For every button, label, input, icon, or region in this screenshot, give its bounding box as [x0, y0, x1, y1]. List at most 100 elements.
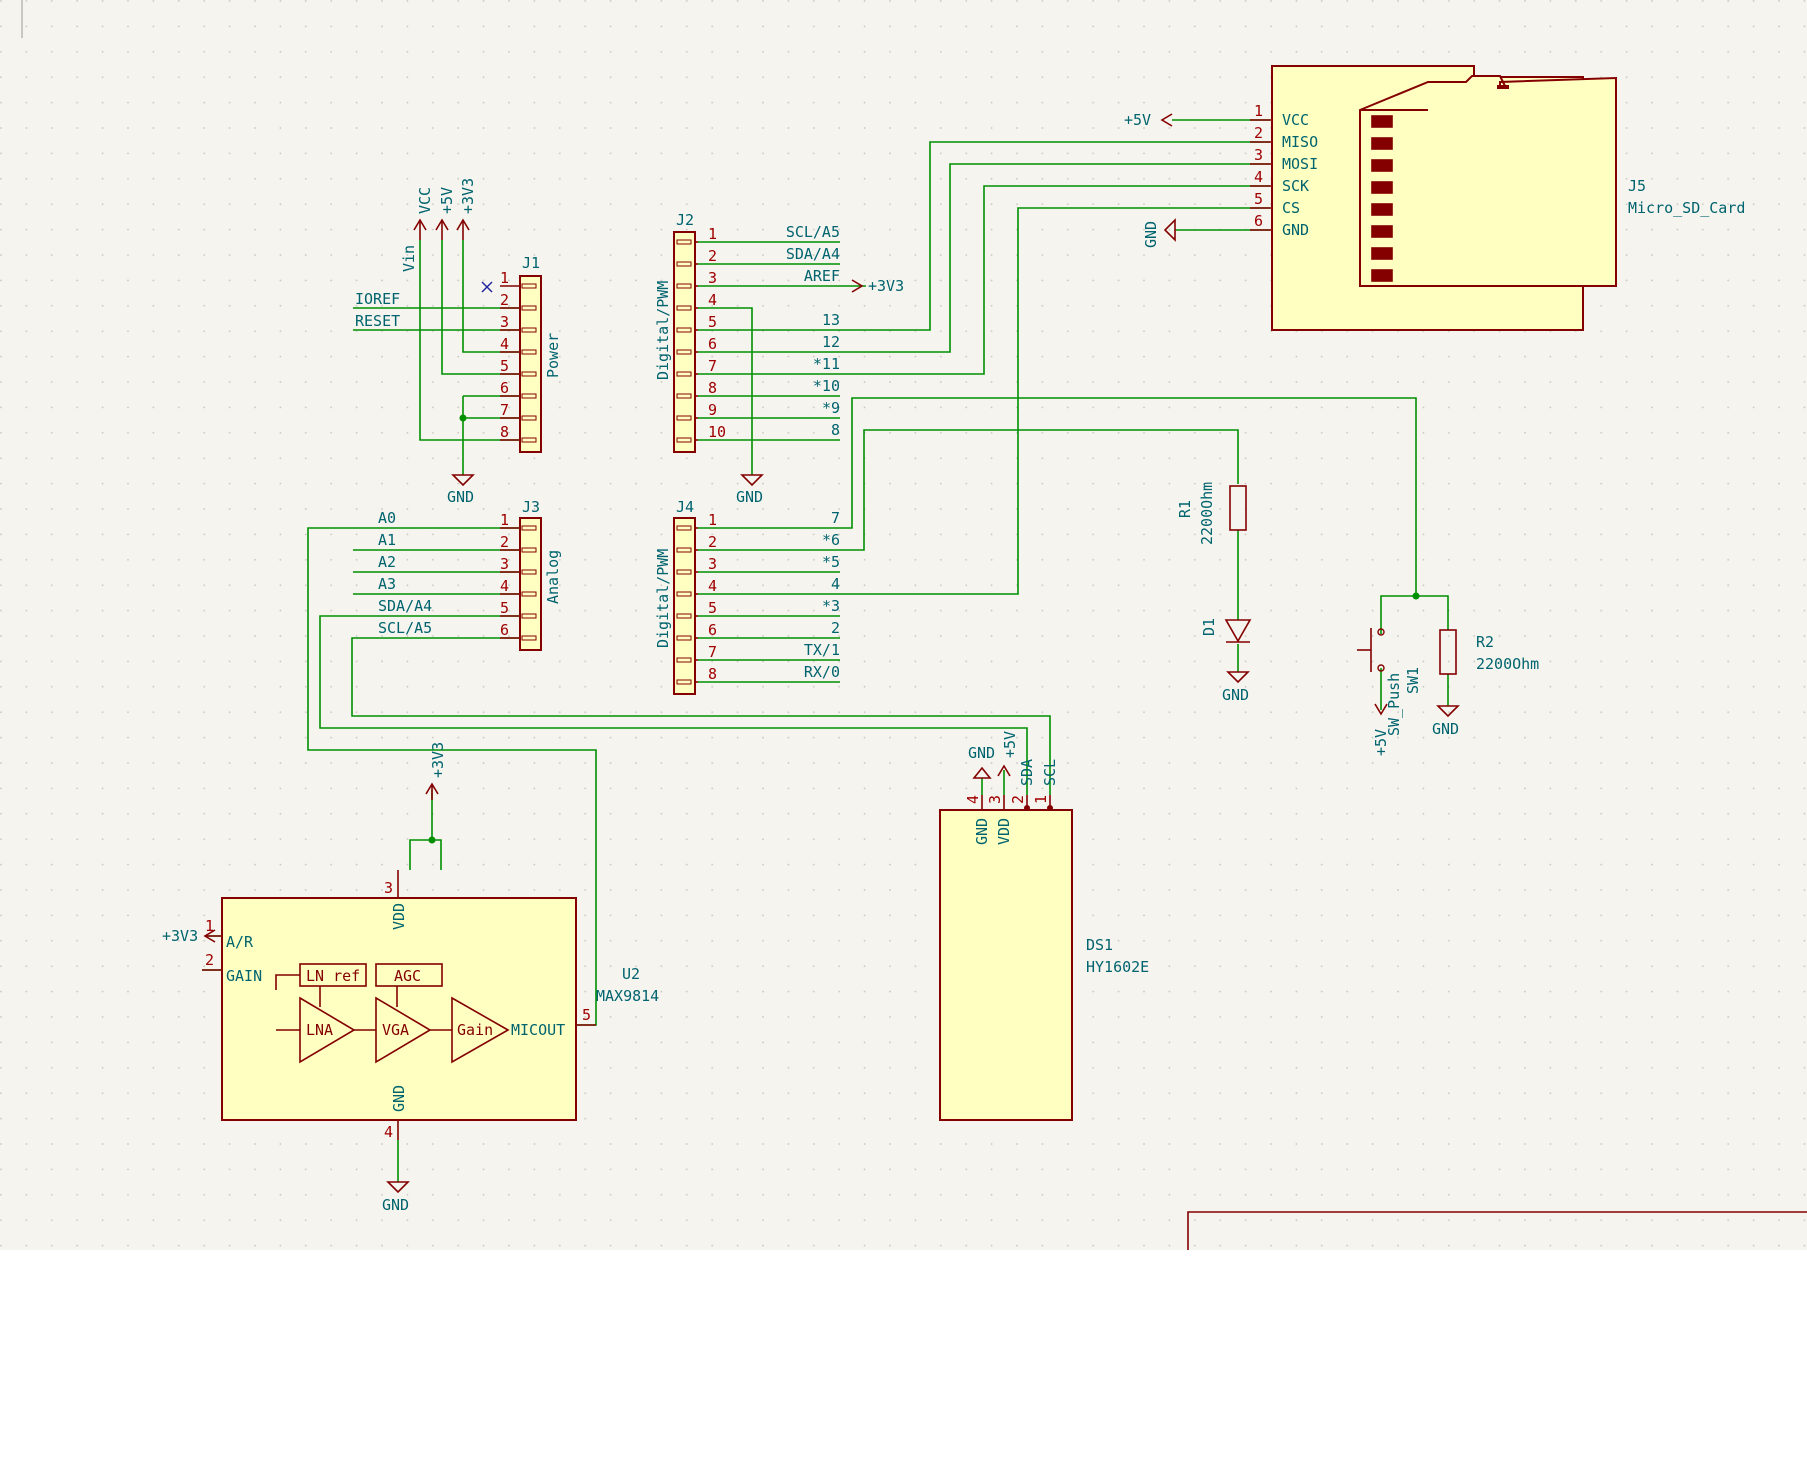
ds1-pin-number: 1 [1032, 795, 1050, 804]
j3-net-label: SDA/A4 [378, 597, 432, 615]
j2-pin-socket [676, 239, 692, 245]
j2-pin-number: 6 [708, 335, 717, 353]
u2-pin-gnd-num: 4 [384, 1123, 393, 1141]
sd-contact-pad [1371, 181, 1393, 194]
gnd-mic[interactable]: GND [382, 1181, 410, 1214]
j4-pin-socket [676, 613, 692, 619]
ds1-value: HY1602E [1086, 958, 1149, 976]
u2-amp-vga-label: VGA [382, 1021, 409, 1039]
j4-pin-socket [676, 657, 692, 663]
resistor-r2[interactable]: R2 2200Ohm [1439, 629, 1539, 675]
p3v3-label-j1: +3V3 [459, 178, 477, 214]
r2-value: 2200Ohm [1476, 655, 1539, 673]
p5v-label-j1: +5V [438, 187, 456, 214]
j4-net-label: TX/1 [804, 641, 840, 659]
j3-pin-socket [521, 635, 537, 641]
ds1-pin-name: SDA [1018, 759, 1036, 786]
sd-contact-pad [1371, 269, 1393, 282]
j2-pin-number: 1 [708, 225, 717, 243]
j1-pin-socket [521, 349, 537, 355]
sw1-contact-top [1377, 628, 1385, 636]
u2-pin-micout-num: 5 [582, 1006, 591, 1024]
sd-contact-pad [1371, 225, 1393, 238]
j4-net-label: *6 [822, 531, 840, 549]
j1-pin-number: 1 [500, 269, 509, 287]
r2-ref: R2 [1476, 633, 1494, 651]
j4-pin-number: 7 [708, 643, 717, 661]
j4-pin-number: 8 [708, 665, 717, 683]
j3-net-label: A0 [378, 509, 396, 527]
power-3v3-mic-vdd[interactable]: +3V3 [425, 742, 447, 800]
gnd-r2[interactable]: GND [1432, 705, 1460, 738]
j2-pin-socket [676, 305, 692, 311]
sd-contact-pad [1371, 137, 1393, 150]
power-5v-j1[interactable]: +5V [435, 187, 456, 240]
j2-net-label: *10 [813, 377, 840, 395]
power-vcc[interactable]: VCC [413, 187, 434, 240]
j3-pin-socket [521, 613, 537, 619]
ds1-pin-number: 3 [986, 795, 1004, 804]
u2-pin-gnd-name: GND [390, 1085, 408, 1112]
diode-d1[interactable]: D1 [1200, 618, 1252, 643]
power-3v3-mic-ar[interactable]: +3V3 [162, 927, 216, 945]
j3-pin-socket [521, 591, 537, 597]
j5-pin-number: 5 [1254, 190, 1263, 208]
mic-u2[interactable]: U2 MAX9814 3 VDD 4 GND 1 A/R 2 GAIN 5 MI… [202, 870, 659, 1141]
sw1-ref: SW1 [1404, 667, 1422, 694]
j2-ref: J2 [676, 211, 694, 229]
p5v-label-ds1: +5V [1001, 731, 1019, 758]
power-3v3-aref[interactable]: +3V3 [851, 277, 904, 295]
gnd-ds1[interactable]: GND [968, 744, 995, 779]
j2-net-label: 12 [822, 333, 840, 351]
j4-net-label: 7 [831, 509, 840, 527]
j1-pin-number: 4 [500, 335, 509, 353]
j4-net-label: 2 [831, 619, 840, 637]
j5-pin-name: GND [1282, 221, 1309, 239]
resistor-r1[interactable]: R1 2200Ohm [1176, 482, 1247, 545]
j5-pin-number: 4 [1254, 168, 1263, 186]
sheet-border [1187, 1211, 1807, 1250]
p3v3-label-mic: +3V3 [429, 742, 447, 778]
power-5v-ds1[interactable]: +5V [997, 731, 1019, 777]
gnd-j1[interactable]: GND [447, 474, 475, 506]
switch-sw1[interactable]: SW1 SW_Push [1357, 628, 1422, 736]
ds1-ref: DS1 [1086, 936, 1113, 954]
j2-pin-socket [676, 371, 692, 377]
gnd-label-d1: GND [1222, 686, 1249, 704]
gnd-d1[interactable]: GND [1222, 671, 1250, 704]
j4-net-label: RX/0 [804, 663, 840, 681]
gnd-label-mic: GND [382, 1196, 409, 1214]
j3-pin-socket [521, 547, 537, 553]
j5-pin-name: SCK [1282, 177, 1309, 195]
j1-pin-number: 3 [500, 313, 509, 331]
j4-pin-socket [676, 635, 692, 641]
power-5v-sw[interactable]: +5V [1372, 703, 1390, 756]
u2-pin-vdd-name: VDD [390, 903, 408, 930]
j5-pin-number: 2 [1254, 124, 1263, 142]
j2-pin-socket [676, 393, 692, 399]
j4-pin-number: 2 [708, 533, 717, 551]
gnd-label-r2: GND [1432, 720, 1459, 738]
power-5v-sd[interactable]: +5V [1124, 111, 1173, 129]
u2-pin-micout-name: MICOUT [511, 1021, 565, 1039]
j2-net-label: SCL/A5 [786, 223, 840, 241]
gnd-j2[interactable]: GND [736, 474, 764, 506]
gnd-sd[interactable]: GND [1142, 218, 1176, 248]
sw1-value: SW_Push [1385, 673, 1403, 736]
power-3v3-j1[interactable]: +3V3 [456, 178, 477, 240]
j4-pin-socket [676, 679, 692, 685]
j2-net-label: 13 [822, 311, 840, 329]
sd-contact-pad [1371, 159, 1393, 172]
